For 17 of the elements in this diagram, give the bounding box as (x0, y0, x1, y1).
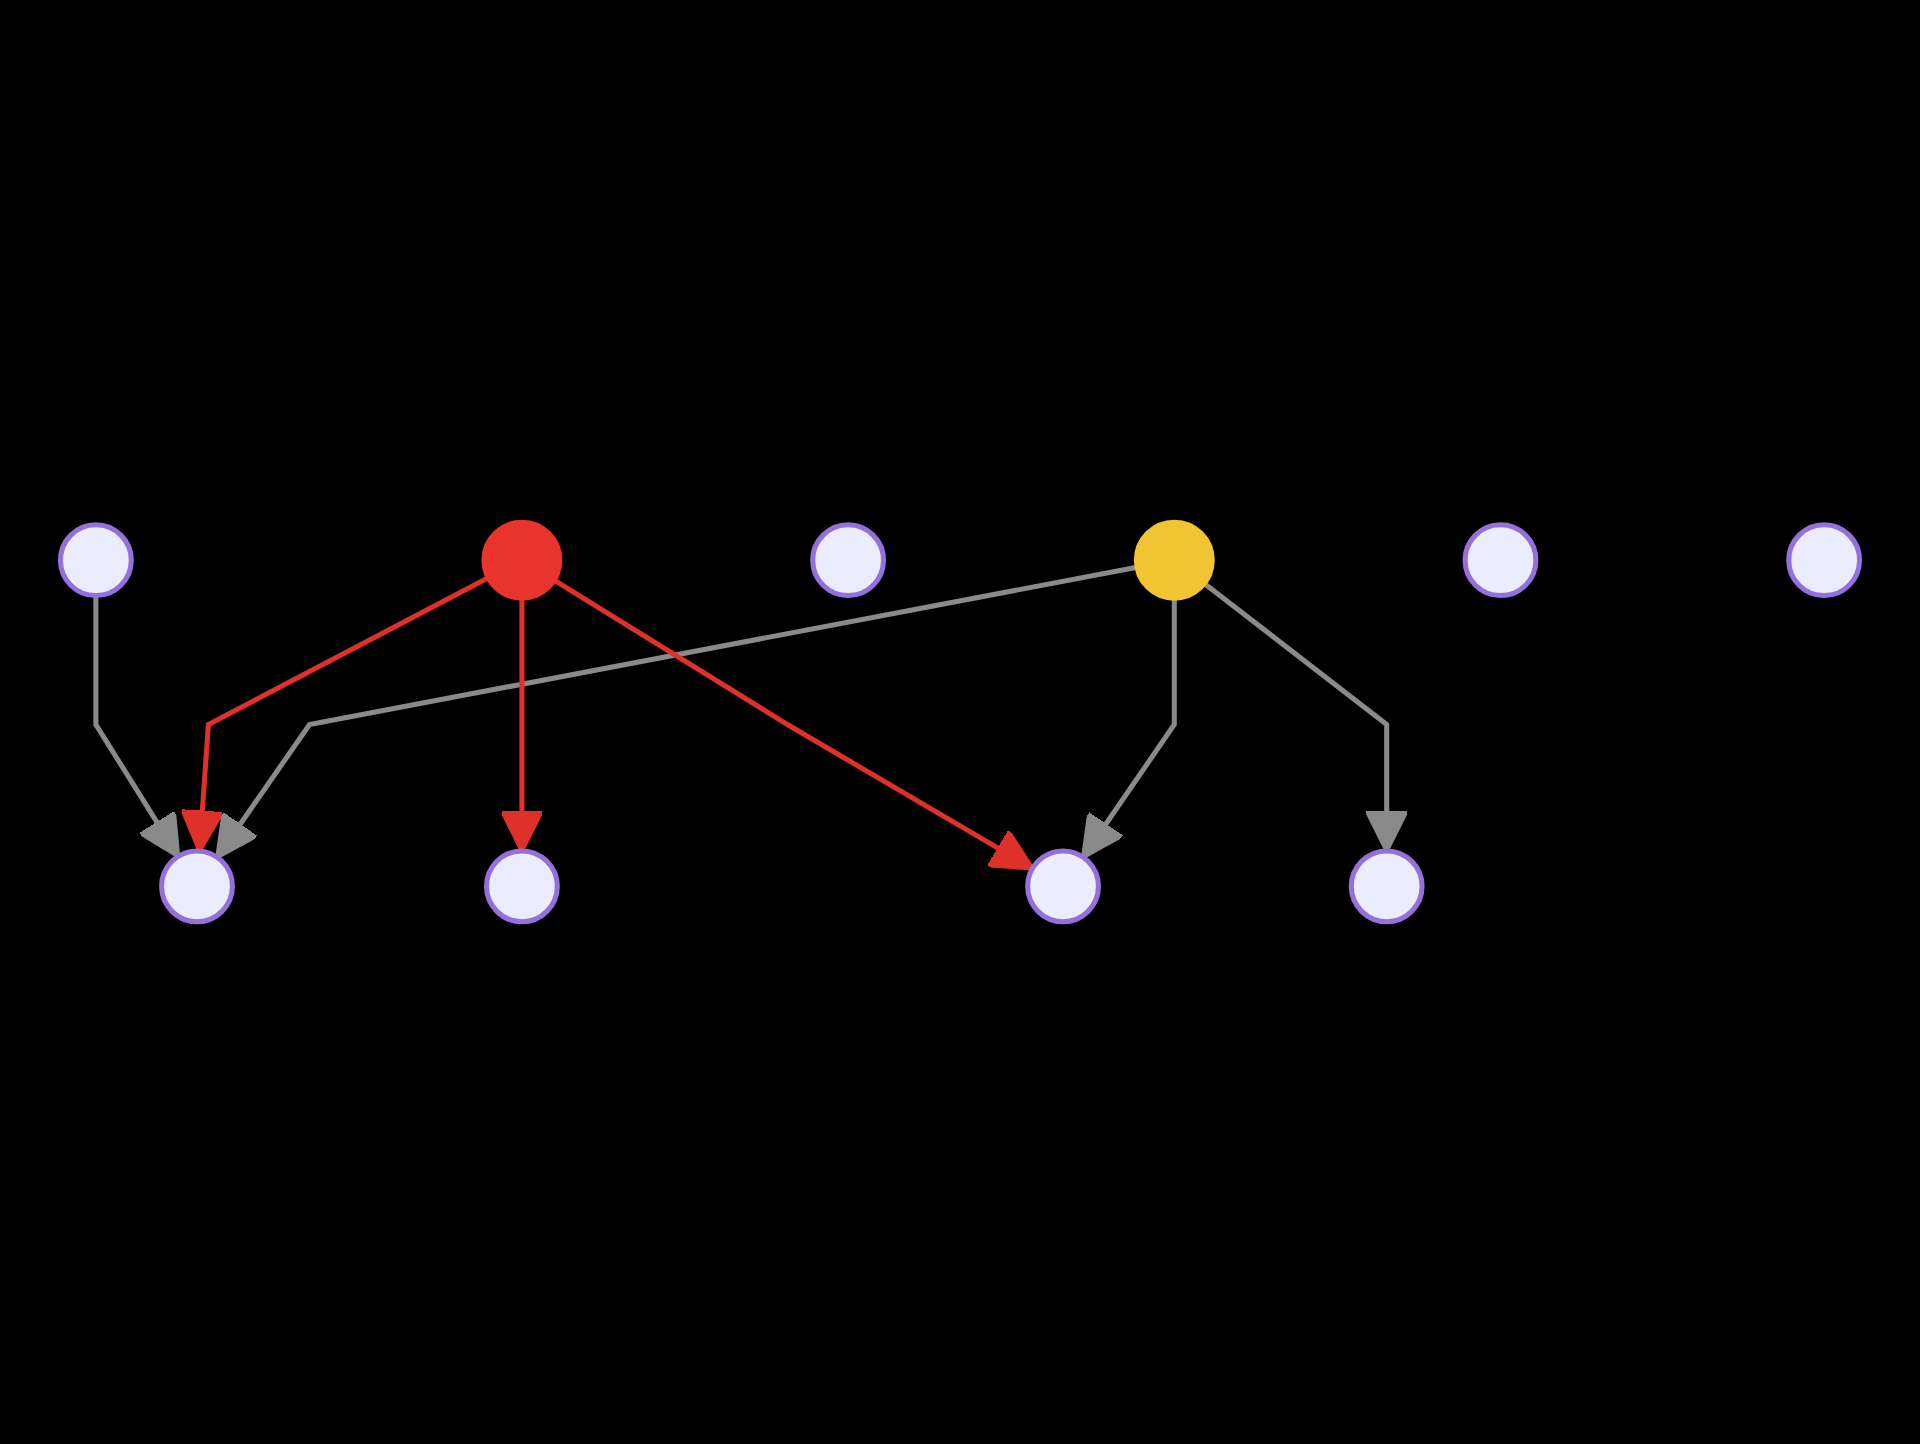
arrow (552, 578, 1035, 871)
node-circle (1133, 519, 1215, 601)
node-circle (481, 519, 563, 601)
node-circle (1025, 848, 1101, 925)
arrow (1081, 598, 1177, 860)
node-circle (1462, 522, 1539, 599)
arrow (215, 564, 1138, 860)
node-circle (484, 848, 560, 925)
arrow (180, 575, 490, 854)
node-circle (810, 522, 887, 599)
arrow (499, 598, 545, 853)
arrow (1202, 581, 1409, 853)
arrow (93, 595, 181, 859)
node-circle (159, 848, 235, 925)
node-circle (1348, 848, 1425, 925)
node-circle (57, 522, 134, 599)
node-circle (1786, 522, 1863, 599)
